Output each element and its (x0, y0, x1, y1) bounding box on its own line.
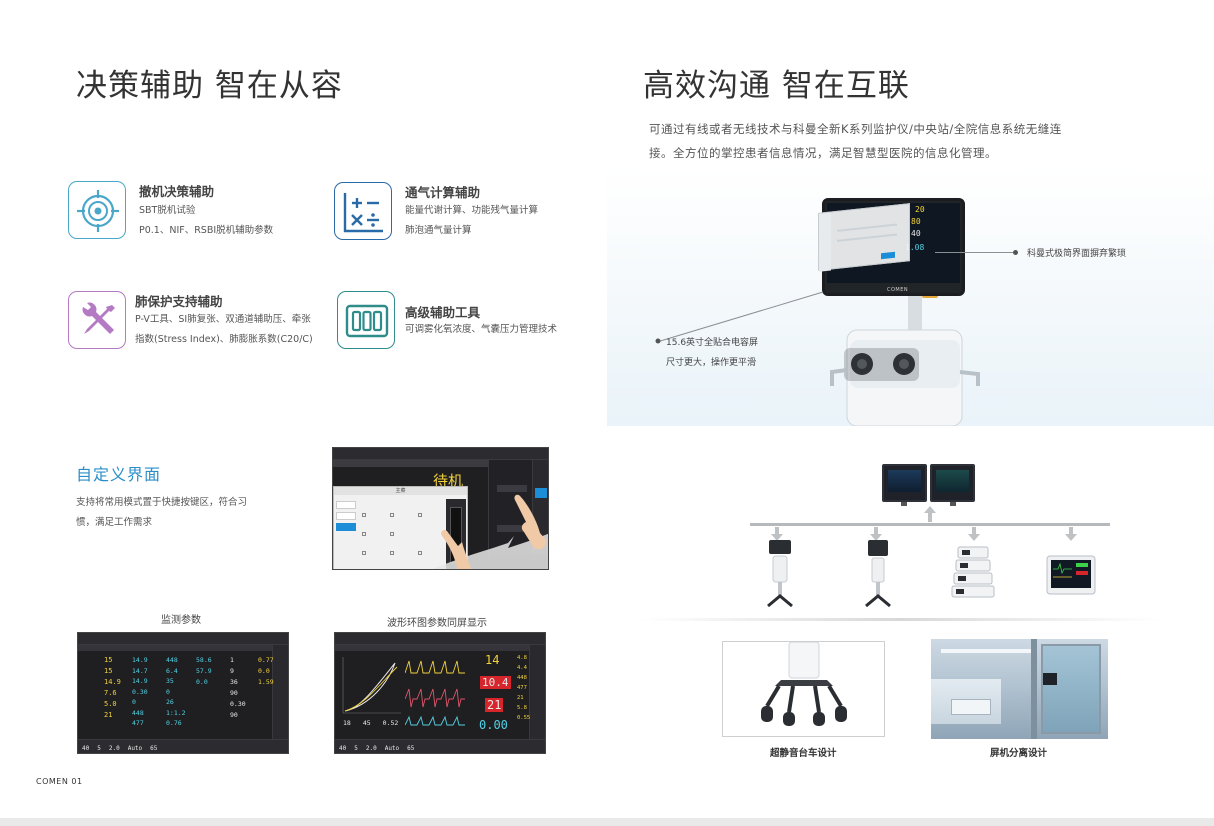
ventilator-stand-icon (865, 540, 891, 608)
page-brand: COMEN 01 (36, 777, 83, 786)
right-intro: 可通过有线或者无线技术与科曼全新K系列监护仪/中央站/全院信息系统无缝连 接。全… (649, 122, 1062, 160)
callout-line-screen (655, 291, 824, 344)
footer-bar (0, 818, 1214, 826)
central-monitor-left (882, 464, 927, 502)
custom-ui-title: 自定义界面 (76, 465, 162, 484)
custom-ui-line: 惯，满足工作需求 (76, 517, 153, 528)
custom-ui-line: 支持将常用模式置于快捷按键区，符合习 (76, 497, 248, 508)
calculator-icon (334, 182, 392, 240)
standby-label: 待机 (433, 472, 464, 490)
central-monitor-right (930, 464, 975, 502)
feature-title-calc: 通气计算辅助 (405, 185, 481, 200)
cart-wheels-icon (761, 641, 847, 726)
feature-line: 肺泡通气量计算 (405, 225, 472, 236)
tools-icon (68, 291, 126, 349)
ventilator-cart-icon (767, 540, 793, 608)
feature-line: SBT脱机试验 (139, 205, 196, 216)
target-icon (68, 181, 126, 239)
callout-screen-a: 15.6英寸全贴合电容屏 (666, 338, 759, 348)
arrow-down-icon (870, 527, 882, 541)
feature-title-weaning: 撤机决策辅助 (139, 184, 215, 199)
callout-dot (1013, 250, 1018, 255)
feature-line: P0.1、NIF、RSBI脱机辅助参数 (139, 225, 274, 236)
feature-line: 指数(Stress Index)、肺膨胀系数(C20/C) (135, 334, 313, 345)
standby-screen: 待机 主菜 (332, 447, 549, 570)
feature-line: P-V工具、SI肺复张、双通道辅助压、牵张 (135, 314, 311, 325)
floating-ui-layer (818, 203, 910, 272)
caption-room: 屏机分离设计 (990, 748, 1048, 759)
network-bus (750, 523, 1110, 526)
hand-icon (432, 494, 548, 569)
right-heading: 高效沟通 智在互联 (643, 68, 910, 104)
feature-title-lung: 肺保护支持辅助 (135, 294, 223, 309)
left-heading: 决策辅助 智在从容 (76, 68, 343, 104)
toolbox-icon (337, 291, 395, 349)
arrow-up-icon (924, 506, 936, 522)
arrow-down-icon (968, 527, 980, 541)
callout-screen-b: 尺寸更大，操作更平滑 (666, 358, 757, 368)
caption-waveform: 波形环图参数同屏显示 (387, 618, 487, 629)
caption-monitor: 监测参数 (161, 615, 201, 626)
feature-title-advanced: 高级辅助工具 (405, 305, 481, 320)
pv-loop (342, 657, 401, 714)
arrow-down-icon (771, 527, 783, 541)
feature-line: 可调雾化氧浓度、气囊压力管理技术 (405, 324, 558, 335)
infusion-pumps-icon (951, 546, 995, 598)
callout-ui: 科曼式极简界面摒弃繁琐 (1027, 249, 1127, 259)
device-brand: COMEN (887, 287, 909, 293)
cart-photo (722, 641, 885, 737)
arrow-down-icon (1065, 527, 1077, 541)
callout-line (935, 252, 1015, 253)
patient-monitor-icon (1046, 555, 1096, 595)
caption-cart: 超静音台车设计 (770, 748, 837, 759)
feature-line: 能量代谢计算、功能残气量计算 (405, 205, 539, 216)
waveforms (405, 660, 465, 726)
ventilator-device (830, 282, 980, 426)
icu-room-photo (931, 639, 1108, 739)
menu-dialog-title: 主菜 (334, 487, 467, 495)
